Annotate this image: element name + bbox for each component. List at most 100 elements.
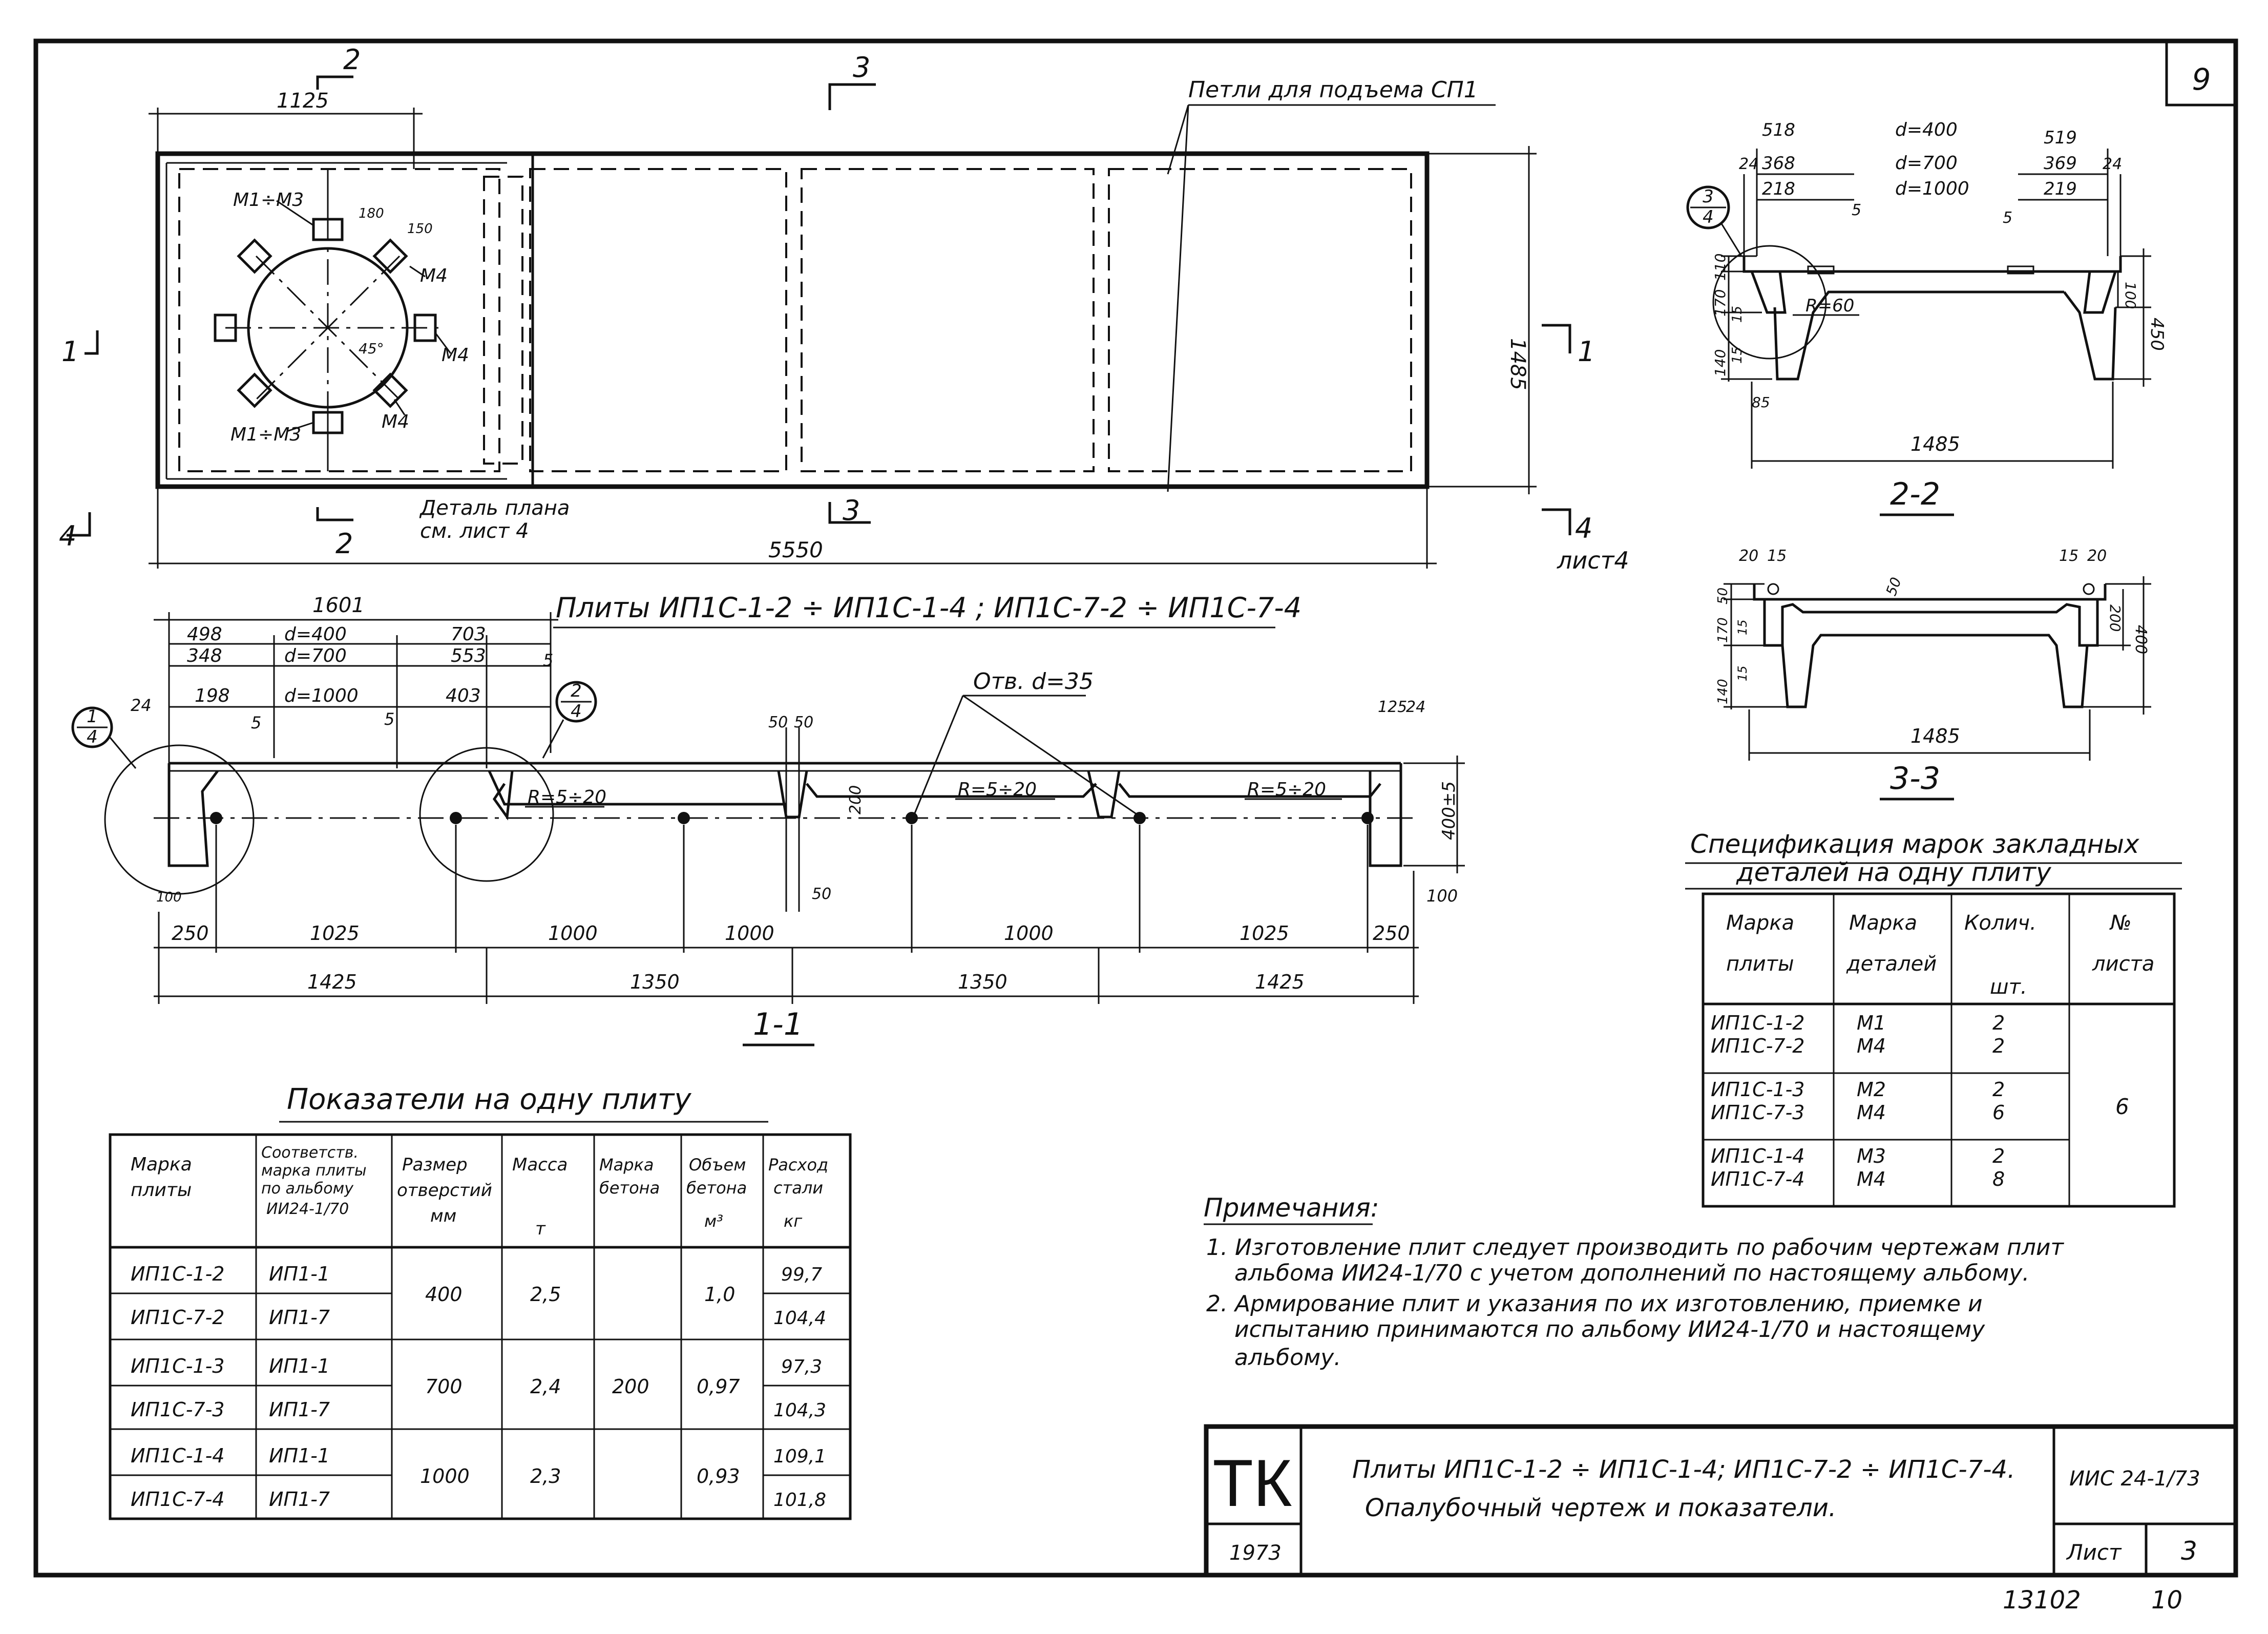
dim-width: 1485 bbox=[1910, 433, 1960, 455]
spec-part: М4 bbox=[1857, 1168, 1886, 1190]
dim-top: 498 bbox=[187, 624, 222, 645]
note-line: испытанию принимаются по альбому ИИ24-1/… bbox=[1234, 1316, 1985, 1343]
ind-album: ИП1-1 bbox=[269, 1355, 330, 1377]
detail-note: см. лист 4 bbox=[420, 519, 529, 543]
ind-mark: ИП1С-7-2 bbox=[131, 1306, 225, 1329]
ind-header: марка плиты bbox=[261, 1162, 367, 1180]
section-2-2: 3 4 518 368 218 d=400 d=700 d=1000 519 3… bbox=[1686, 119, 2167, 516]
radius-label: R=5÷20 bbox=[958, 779, 1037, 800]
section-mark: 2 bbox=[343, 44, 361, 76]
notes: Примечания: 1. Изготовление плит следует… bbox=[1204, 1193, 2064, 1371]
spec-plate: ИП1С-7-3 bbox=[1711, 1101, 1805, 1124]
bottom-number: 13102 bbox=[2003, 1586, 2081, 1615]
spec-title: деталей на одну плиту bbox=[1736, 857, 2052, 887]
ind-header: м³ bbox=[704, 1211, 723, 1231]
dim-top: 218 bbox=[1762, 179, 1795, 199]
ind-header: мм bbox=[430, 1206, 456, 1226]
section-mark: 4 bbox=[59, 520, 76, 552]
radius-label: R=5÷20 bbox=[528, 787, 606, 808]
dim-height: 1485 bbox=[1506, 338, 1529, 390]
ind-mass: 2,4 bbox=[530, 1375, 561, 1398]
year: 1973 bbox=[1229, 1541, 1282, 1565]
ind-mark: ИП1С-7-3 bbox=[131, 1398, 225, 1421]
spec-sheet-number: 6 bbox=[2115, 1094, 2129, 1119]
dim-top: d=1000 bbox=[1895, 178, 1969, 199]
indicators-title: Показатели на одну плиту bbox=[287, 1083, 691, 1116]
bottom-number: 10 bbox=[2151, 1586, 2182, 1615]
dim-top: 348 bbox=[187, 645, 222, 666]
ind-mass: 2,3 bbox=[530, 1465, 561, 1488]
small-dim: 125 bbox=[1378, 698, 1407, 716]
sheet-frame: 9 bbox=[33, 38, 2238, 1578]
dim-bottom: 1025 bbox=[310, 922, 360, 945]
dim-width: 1485 bbox=[1910, 725, 1960, 747]
dim-left: 15 bbox=[1735, 619, 1750, 635]
spec-header: № bbox=[2109, 911, 2132, 935]
ind-header: Марка bbox=[131, 1154, 192, 1175]
ind-steel: 97,3 bbox=[781, 1356, 822, 1377]
ind-header: стали bbox=[773, 1178, 823, 1198]
spec-title: Спецификация марок закладных bbox=[1690, 829, 2139, 859]
dim-bottom: 1350 bbox=[630, 971, 680, 993]
sheet-ref: лист4 bbox=[1557, 547, 1629, 574]
spec-header: шт. bbox=[1990, 975, 2027, 999]
small-dim: 5 bbox=[384, 709, 394, 729]
part-label: М1÷М3 bbox=[230, 424, 301, 445]
section-1-1: Плиты ИП1С-1-2 ÷ ИП1С-1-4 ; ИП1С-7-2 ÷ И… bbox=[71, 592, 1465, 1046]
dim-right: 200 bbox=[2107, 604, 2124, 632]
small-dim: 45° bbox=[359, 340, 384, 357]
radius-label: R=5÷20 bbox=[1247, 779, 1326, 800]
callout-number: 2 bbox=[571, 681, 582, 701]
spec-header: плиты bbox=[1726, 952, 1794, 976]
detail-note: Деталь плана bbox=[419, 496, 570, 520]
dim-bottom: 1000 bbox=[1004, 922, 1054, 945]
ind-steel: 104,3 bbox=[773, 1400, 826, 1421]
dim-bottom: 250 bbox=[1373, 922, 1410, 945]
ind-hole: 700 bbox=[425, 1375, 463, 1398]
sheet-number: 3 bbox=[2181, 1536, 2197, 1566]
spec-plate: ИП1С-7-4 bbox=[1711, 1168, 1805, 1190]
ind-volume: 0,97 bbox=[697, 1375, 740, 1398]
small-dim: 100 bbox=[1426, 886, 1458, 906]
spec-qty: 2 bbox=[1992, 1035, 2005, 1057]
dim-top: 703 bbox=[451, 624, 486, 645]
section-mark: 1 bbox=[61, 336, 79, 368]
ind-mass: 2,5 bbox=[530, 1283, 561, 1306]
ind-album: ИП1-1 bbox=[269, 1263, 330, 1285]
ind-album: ИП1-7 bbox=[269, 1398, 330, 1421]
dim-left: 110 bbox=[1712, 254, 1729, 281]
spec-part: М4 bbox=[1857, 1101, 1886, 1124]
ind-mark: ИП1С-1-3 bbox=[131, 1355, 225, 1377]
spec-plate: ИП1С-1-3 bbox=[1711, 1078, 1805, 1101]
ind-header: Марка bbox=[599, 1155, 654, 1175]
dim-bottom: 1000 bbox=[725, 922, 774, 945]
dim-right: 450 bbox=[2147, 318, 2167, 351]
callout-number: 1 bbox=[87, 706, 98, 727]
title-block: ТК 1973 Плиты ИП1С-1-2 ÷ ИП1С-1-4; ИП1С-… bbox=[1204, 1424, 2238, 1578]
spec-qty: 8 bbox=[1992, 1168, 2005, 1190]
small-dim: 400±5 bbox=[1439, 781, 1459, 840]
small-dim: 5 bbox=[543, 651, 553, 670]
ind-volume: 0,93 bbox=[697, 1465, 740, 1488]
part-label: М4 bbox=[442, 345, 469, 366]
sheet-label: Лист bbox=[2066, 1540, 2122, 1565]
spec-part: М1 bbox=[1857, 1012, 1886, 1034]
dim-top: 553 bbox=[451, 645, 486, 666]
dim-total: 5550 bbox=[768, 537, 823, 562]
ind-header: бетона bbox=[599, 1178, 660, 1198]
section-mark: 3 bbox=[853, 51, 870, 83]
spec-plate: ИП1С-7-2 bbox=[1711, 1035, 1805, 1057]
ind-header: Объем bbox=[689, 1155, 746, 1175]
ind-header: отверстий bbox=[397, 1180, 492, 1201]
ind-header: Расход bbox=[768, 1155, 828, 1175]
spec-qty: 2 bbox=[1992, 1145, 2005, 1167]
ind-steel: 109,1 bbox=[773, 1446, 826, 1467]
spec-header: Марка bbox=[1726, 911, 1794, 935]
dim-top: 198 bbox=[195, 685, 230, 706]
dim-top: 519 bbox=[2044, 128, 2077, 148]
spec-part: М2 bbox=[1857, 1078, 1886, 1101]
dim-top: 368 bbox=[1762, 153, 1795, 174]
section-mark: 1 bbox=[1578, 336, 1595, 368]
dim-bottom: 1025 bbox=[1240, 922, 1289, 945]
